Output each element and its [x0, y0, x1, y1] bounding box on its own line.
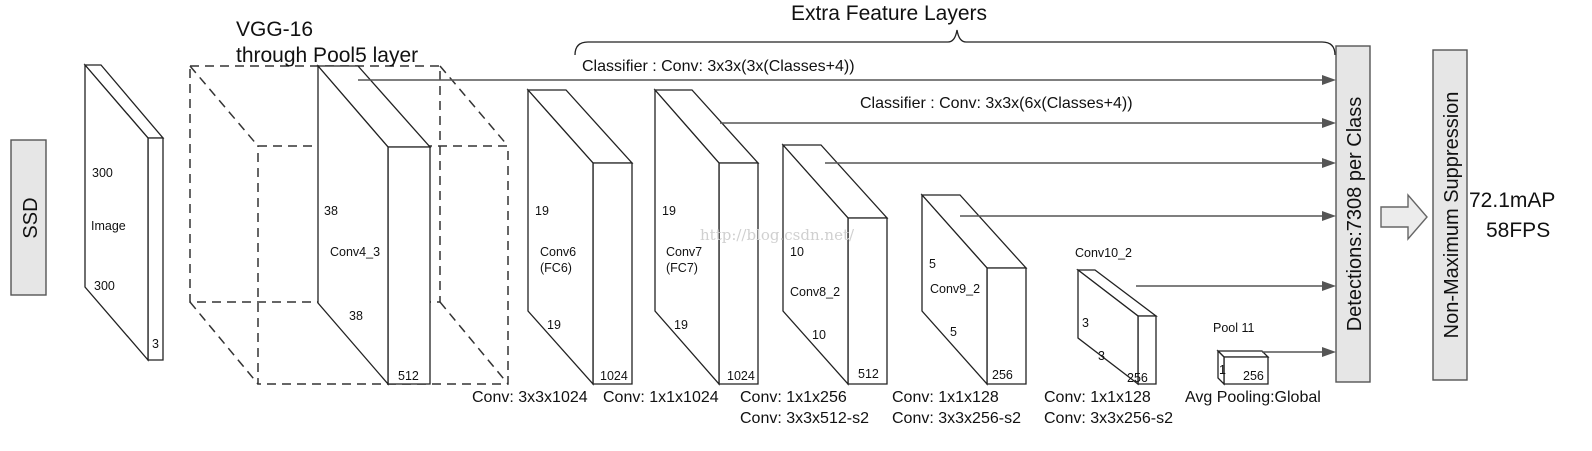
conv6-height-label: 19 — [535, 204, 549, 218]
conv7-width-label: 19 — [674, 318, 688, 332]
conv9-height-label: 5 — [929, 257, 936, 271]
conv6-op-label: Conv: 3x3x1024 — [472, 389, 588, 406]
conv7-name-label: Conv7 — [666, 245, 702, 259]
conv10-2-block: Conv10_2 3 3 256 — [1075, 246, 1158, 386]
detections-block: Detections:7308 per Class — [1335, 45, 1371, 383]
conv7-block: 19 Conv7 (FC7) 19 1024 — [653, 88, 760, 386]
conv10-depth-label: 256 — [1127, 371, 1148, 385]
ssd-label: SSD — [20, 197, 42, 238]
conv10-height-label: 3 — [1082, 316, 1089, 330]
pool11-op-label: Avg Pooling:Global — [1185, 389, 1321, 406]
classifier-label-2: Classifier : Conv: 3x3x(6x(Classes+4)) — [860, 95, 1133, 112]
conv9-depth-label: 256 — [992, 368, 1013, 382]
conv7-sub-label: (FC7) — [666, 261, 698, 275]
image-block: 300 Image 300 3 — [83, 63, 165, 362]
conv8-op-label-1: Conv: 1x1x256 — [740, 389, 847, 406]
map-label: 72.1mAP — [1469, 189, 1555, 212]
pool11-name-label: Pool 11 — [1213, 321, 1255, 335]
vgg-title-line1: VGG-16 — [236, 18, 313, 41]
conv4-name-label: Conv4_3 — [330, 245, 380, 259]
conv8-op-label-2: Conv: 3x3x512-s2 — [740, 410, 869, 427]
ssd-block: SSD — [10, 139, 47, 296]
conv7-depth-label: 1024 — [727, 369, 755, 383]
nms-block: Non-Maximum Suppression — [1432, 49, 1468, 381]
extra-feature-layers-label: Extra Feature Layers — [791, 2, 987, 25]
detections-label: Detections:7308 per Class — [1344, 97, 1366, 332]
conv9-2-block: 5 Conv9_2 5 256 — [920, 193, 1028, 386]
conv7-height-label: 19 — [662, 204, 676, 218]
conv9-name-label: Conv9_2 — [930, 282, 980, 296]
classifier-label-1: Classifier : Conv: 3x3x(3x(Classes+4)) — [582, 58, 855, 75]
conv8-width-label: 10 — [812, 328, 826, 342]
conv10-op-label-1: Conv: 1x1x128 — [1044, 389, 1151, 406]
pool11-depth-label: 256 — [1243, 369, 1264, 383]
fps-label: 58FPS — [1486, 219, 1550, 242]
conv10-width-label: 3 — [1098, 349, 1105, 363]
conv4-width-label: 38 — [349, 309, 363, 323]
operation-labels: Conv: 3x3x1024 Conv: 1x1x1024 Conv: 1x1x… — [472, 389, 1321, 427]
conv7-op-label: Conv: 1x1x1024 — [603, 389, 719, 406]
conv9-width-label: 5 — [950, 325, 957, 339]
image-name-label: Image — [91, 219, 126, 233]
extra-feature-layers-brace — [574, 29, 1336, 56]
conv9-op-label-1: Conv: 1x1x128 — [892, 389, 999, 406]
conv8-2-block: 10 Conv8_2 10 512 — [781, 143, 889, 386]
conv8-name-label: Conv8_2 — [790, 285, 840, 299]
conv6-sub-label: (FC6) — [540, 261, 572, 275]
image-depth-label: 3 — [152, 337, 159, 351]
conv10-name-label: Conv10_2 — [1075, 246, 1132, 260]
conv8-depth-label: 512 — [858, 367, 879, 381]
conv4-height-label: 38 — [324, 204, 338, 218]
conv6-width-label: 19 — [547, 318, 561, 332]
conv10-op-label-2: Conv: 3x3x256-s2 — [1044, 410, 1173, 427]
feature-arrows — [358, 75, 1336, 357]
vgg-title-line2: through Pool5 layer — [236, 44, 418, 67]
pool11-block: Pool 11 1 256 — [1213, 321, 1270, 386]
conv4-3-block: 38 Conv4_3 38 512 — [316, 64, 432, 386]
conv8-height-label: 10 — [790, 245, 804, 259]
conv6-depth-label: 1024 — [600, 369, 628, 383]
nms-label: Non-Maximum Suppression — [1441, 92, 1463, 339]
conv6-name-label: Conv6 — [540, 245, 576, 259]
watermark-text: http://blog.csdn.net/ — [700, 226, 855, 244]
conv6-block: 19 Conv6 (FC6) 19 1024 — [526, 88, 634, 386]
image-height-label: 300 — [92, 166, 113, 180]
pool11-height-label: 1 — [1219, 363, 1226, 377]
vgg16-dashed-box — [189, 65, 509, 385]
image-width-label: 300 — [94, 279, 115, 293]
hollow-arrow — [1380, 193, 1428, 241]
conv9-op-label-2: Conv: 3x3x256-s2 — [892, 410, 1021, 427]
conv4-depth-label: 512 — [398, 369, 419, 383]
